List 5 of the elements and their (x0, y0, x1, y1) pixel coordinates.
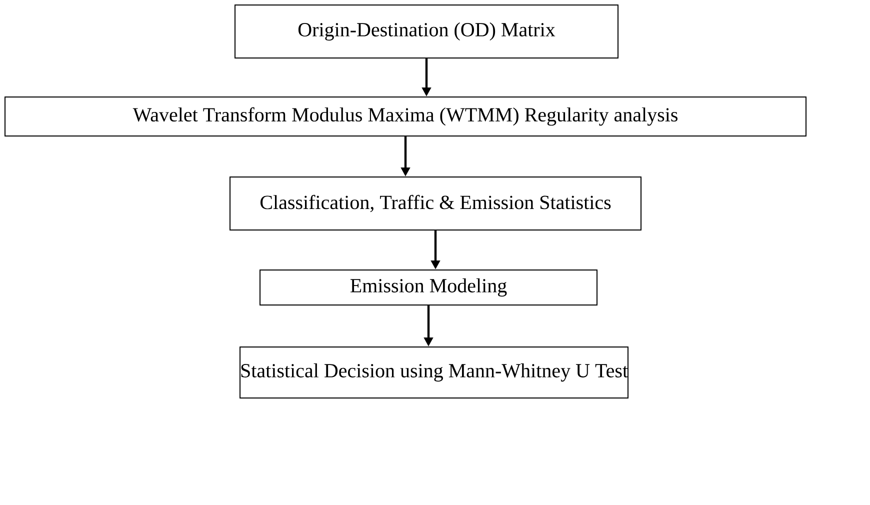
process-box: Origin-Destination (OD) Matrix (234, 4, 618, 58)
process-box: Statistical Decision using Mann-Whitney U Test (240, 346, 628, 398)
process-box: Emission Modeling (260, 269, 598, 306)
process-box: Wavelet Transform Modulus Maxima (WTMM) Regularity analysis (4, 96, 806, 136)
process-box: Classification, Traffic & Emission Statistics (230, 176, 642, 230)
